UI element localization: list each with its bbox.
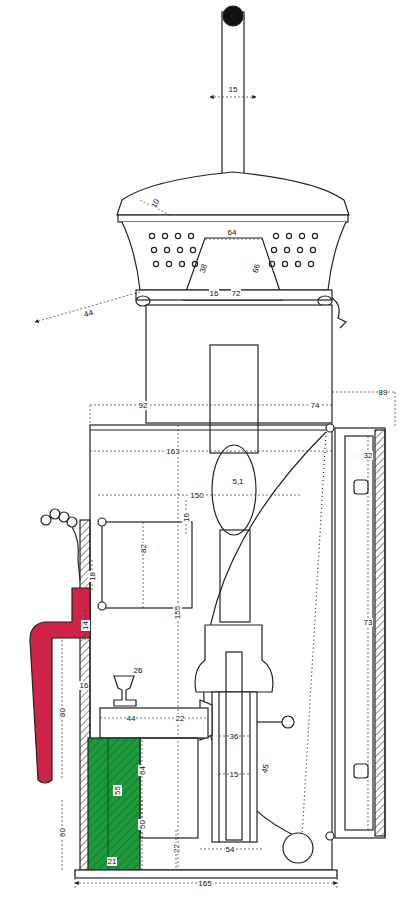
vent-hole [166,261,171,266]
dimension-label: 15 [228,85,239,94]
dimension-label: 44 [82,307,95,319]
dimension-label: 5,1 [231,477,244,486]
dimension-label: 21 [107,857,118,866]
dimension-label: 22 [175,714,186,723]
dimension-label: 64 [138,765,147,776]
dimension-label: 73 [363,618,374,627]
vent-hole [269,261,274,266]
vent-hole [179,261,184,266]
dimension-label: 92 [138,401,149,410]
dimension-label: 26 [133,666,144,675]
dimension-label: 54 [225,845,236,854]
vent-hole [312,233,317,238]
vent-hole [153,261,158,266]
vent-hole [297,247,302,252]
vent-hole [299,233,304,238]
dimension-label: 82 [139,543,148,554]
vent-hole [164,247,169,252]
dimension-label: 16 [209,289,220,298]
dimension-label: 72 [231,289,242,298]
dimension-label: 22 [172,843,181,854]
dimension-label: 80 [58,707,67,718]
vent-hole [192,261,197,266]
dimension-label: 36 [229,732,240,741]
vent-hole [310,247,315,252]
vent-hole [271,247,276,252]
dimension-label: 74 [310,401,321,410]
dimension-label: 45 [259,762,271,775]
dimension-label: 38 [197,261,209,274]
dimension-label: 10 [148,196,161,210]
vent-hole [151,247,156,252]
dimension-label: 15 [229,770,240,779]
vent-hole [190,247,195,252]
dimension-label: 89 [378,388,389,397]
vent-hole [295,261,300,266]
vent-hole [188,233,193,238]
dimension-label: 66 [250,261,262,274]
vent-hole [175,233,180,238]
dimension-label: 165 [197,879,212,888]
dimension-label: 50 [138,819,147,830]
vent-hole [162,233,167,238]
dimension-label: 32 [363,451,374,460]
dimension-label: 16 [182,512,191,523]
vent-hole [273,233,278,238]
dimension-label: 150 [189,491,204,500]
dimension-label: 18 [88,571,97,582]
vent-hole [149,233,154,238]
dimension-label: 64 [227,228,238,237]
vent-hole [308,261,313,266]
vent-hole [177,247,182,252]
vent-hole [284,247,289,252]
dimension-label: 44 [126,714,137,723]
dimension-label: 16 [79,681,90,690]
vent-hole [286,233,291,238]
dimension-label: 155 [173,604,182,619]
dimension-label: 55 [113,785,122,796]
dimension-label: 14 [81,620,90,631]
dimension-label: 60 [58,827,67,838]
vent-hole [282,261,287,266]
dimension-label: 163 [165,447,180,456]
